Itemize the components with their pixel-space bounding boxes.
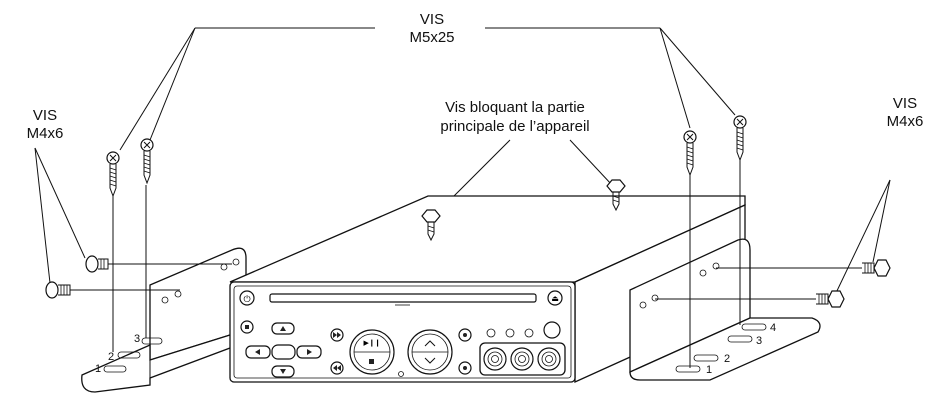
- prev-icon: [333, 365, 341, 371]
- chevron-down-icon: [424, 357, 436, 364]
- disc-slot: [269, 293, 537, 303]
- chevron-up-icon: [424, 340, 436, 347]
- arrow-down-icon: [280, 369, 286, 374]
- right-bracket-number-2: 2: [724, 353, 730, 365]
- power-icon: ⏻: [243, 294, 250, 305]
- right-m4-leader-lines: [834, 179, 891, 296]
- screw-m5-icon-left-2: [140, 138, 154, 185]
- ir-sensor: [398, 371, 404, 377]
- top-right-leader-lines: [485, 27, 736, 129]
- screw-m5-icon-right-1: [683, 130, 697, 177]
- right-screw-label-line2: M4x6: [887, 113, 924, 130]
- screw-m4-icon-left-2: [45, 281, 71, 299]
- left-screw-label-line2: M4x6: [27, 125, 64, 142]
- lock-screw-label-line2: principale de l’appareil: [440, 118, 589, 135]
- aux-button[interactable]: [543, 321, 561, 339]
- dvd-player-unit: ⏻ ⏏ ▶❙❙: [229, 195, 746, 384]
- led-3: [524, 328, 534, 338]
- screw-m5-icon-left-1: [106, 151, 120, 198]
- left-bracket-number-1: 1: [95, 363, 101, 375]
- right-screw-label-line1: VIS: [893, 95, 917, 112]
- rca-jack-1: [483, 347, 507, 371]
- right-bracket-number-4: 4: [770, 322, 776, 334]
- right-bracket-number-3: 3: [756, 335, 762, 347]
- enter-button[interactable]: [271, 344, 296, 360]
- next-icon: [333, 332, 341, 338]
- play-pause-icon: ▶❙❙: [363, 339, 380, 347]
- led-2: [505, 328, 515, 338]
- top-left-leader-lines: [119, 27, 375, 151]
- lock-screw-icon-right: [606, 179, 626, 212]
- left-bracket-number-3: 3: [134, 333, 140, 345]
- rca-jack-3: [537, 347, 561, 371]
- lock-screw-label-line1: Vis bloquant la partie: [445, 99, 585, 116]
- top-screw-label-line2: M5x25: [409, 29, 454, 46]
- stop-icon: [369, 359, 374, 364]
- left-bracket-number-2: 2: [108, 351, 114, 363]
- screw-m4-icon-left-1: [85, 255, 109, 273]
- top-screw-label-line1: VIS: [420, 11, 444, 28]
- screw-m5-icon-right-2: [733, 115, 747, 162]
- screw-m4-icon-right-2: [816, 290, 845, 308]
- arrow-right-icon: [307, 349, 312, 355]
- screw-m4-icon-right-1: [862, 259, 891, 277]
- left-screw-label-line1: VIS: [33, 107, 57, 124]
- led-1: [486, 328, 496, 338]
- left-mounting-bracket: 1 2 3: [81, 247, 247, 393]
- right-bracket-number-1: 1: [706, 364, 712, 376]
- arrow-up-icon: [280, 326, 286, 331]
- power-button[interactable]: [239, 290, 255, 306]
- arrow-left-icon: [255, 349, 260, 355]
- lock-screw-icon-left: [421, 209, 441, 242]
- eject-icon: ⏏: [551, 294, 559, 303]
- left-m4-leader-lines: [34, 147, 86, 284]
- eject-button[interactable]: [547, 290, 563, 306]
- rca-jack-2: [510, 347, 534, 371]
